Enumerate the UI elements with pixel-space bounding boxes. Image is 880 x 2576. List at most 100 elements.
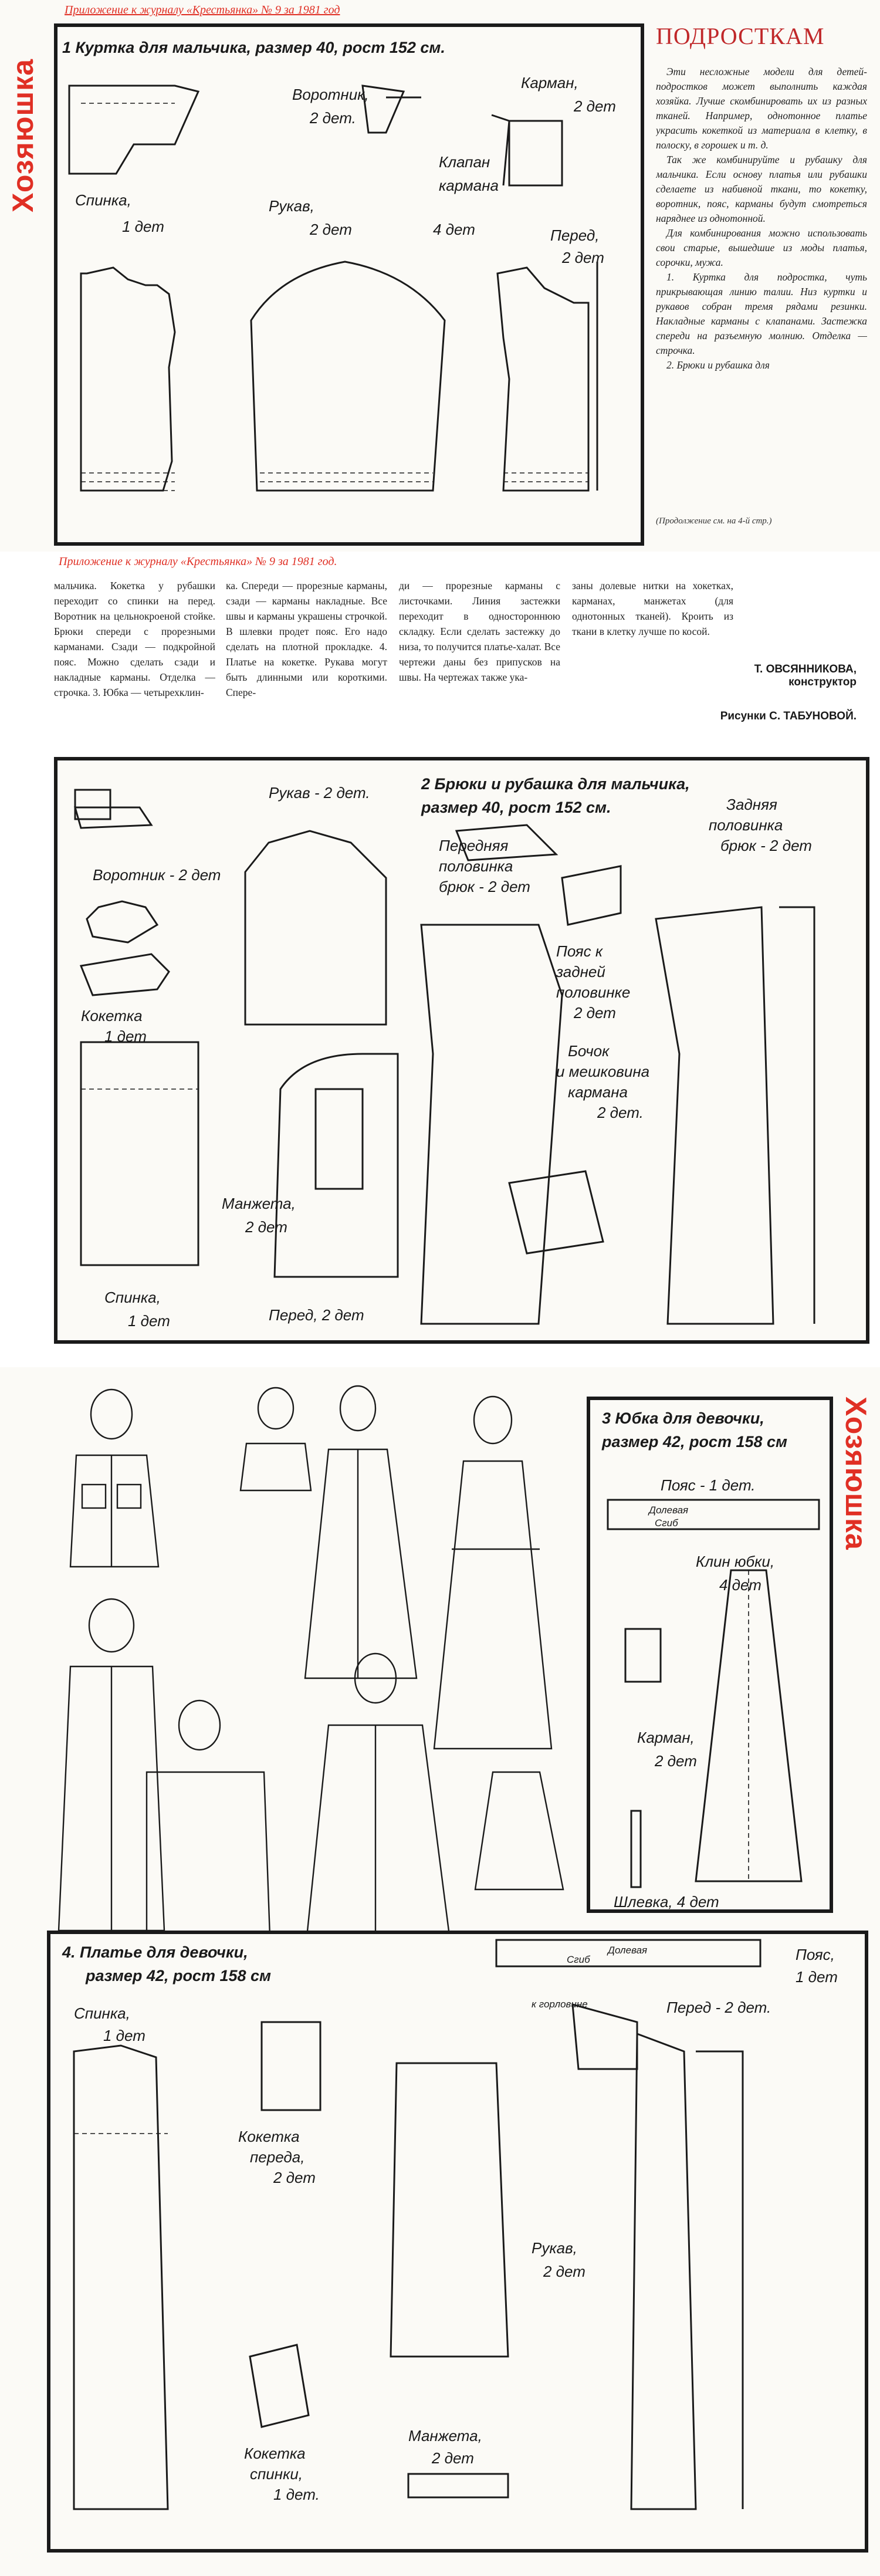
pattern3-label-grain: Долевая xyxy=(649,1505,689,1516)
pattern2-label-waistband-2: задней xyxy=(556,963,605,981)
intro-paragraph-3: Для комбинирования можно использовать св… xyxy=(656,227,867,268)
pattern4-label-fold: Сгиб xyxy=(567,1954,590,1965)
pattern4-label-back-yoke: Кокетка xyxy=(244,2445,306,2462)
pattern2-label-yoke: Кокетка xyxy=(81,1007,143,1025)
section-heading: ПОДРОСТКАМ xyxy=(656,23,825,49)
body-text-col1: мальчика. Кокетка у рубашки переходит со… xyxy=(54,580,215,698)
pattern3-label-waistband: Пояс - 1 дет. xyxy=(661,1476,756,1494)
pattern4-label-cuff-count: 2 дет xyxy=(432,2449,474,2467)
pattern3-drawing xyxy=(607,1499,820,1888)
pattern2-label-waistband-count: 2 дет xyxy=(574,1004,616,1022)
intro-paragraph-5: 2. Брюки и рубашка для xyxy=(666,359,770,371)
pattern3-label-panel: Клин юбки, xyxy=(696,1553,775,1570)
author-credit: Т. ОВСЯННИКОВА, конструктор xyxy=(610,663,857,689)
brand-logo-top: Хозяюшка xyxy=(6,59,39,212)
pattern2-title: 2 Брюки и рубашка для мальчика, размер 4… xyxy=(421,775,690,816)
pattern-panel-trousers: 2 Брюки и рубашка для мальчика, размер 4… xyxy=(54,757,869,1344)
author-role: конструктор xyxy=(788,676,857,688)
illustrator-prefix: Рисунки xyxy=(720,710,766,722)
pattern1-label-sleeve: Рукав, xyxy=(269,197,314,215)
pattern2-label-back-count: 1 дет xyxy=(128,1312,170,1330)
pattern2-label-pocket-3: кармана xyxy=(568,1083,628,1101)
pattern2-label-trouser-back: Задняя xyxy=(726,796,777,813)
pattern-panel-jacket: 1 Куртка для мальчика, размер 40, рост 1… xyxy=(54,23,644,546)
fashion-sketches xyxy=(57,1385,564,1955)
pattern3-label-fold: Сгиб xyxy=(655,1517,678,1529)
pattern1-label-front: Перед, xyxy=(550,227,600,244)
illustrator-credit: Рисунки С. ТАБУНОВОЙ. xyxy=(610,710,857,723)
pattern2-label-trouser-back-3: брюк - 2 дет xyxy=(720,837,812,854)
pattern4-label-front-yoke-count: 2 дет xyxy=(273,2169,316,2186)
pattern2-label-pocket: Бочок xyxy=(568,1042,610,1060)
pattern4-title: 4. Платье для девочки, xyxy=(62,1943,248,1961)
pattern4-drawing xyxy=(73,1939,761,2510)
pattern2-label-sleeve: Рукав - 2 дет. xyxy=(269,784,370,802)
pattern4-label-grain: Долевая xyxy=(608,1945,648,1956)
illustrator-name: С. ТАБУНОВОЙ. xyxy=(769,710,857,722)
intro-paragraph-1: Эти несложные модели для детей-подростко… xyxy=(656,66,867,151)
body-text-col2: ка. Спереди — прорезные карманы, сзади —… xyxy=(226,580,387,698)
pattern2-label-collar: Воротник - 2 дет xyxy=(93,866,221,884)
pattern3-title: 3 Юбка для девочки, xyxy=(602,1409,764,1427)
pattern2-label-waistband-3: половинке xyxy=(556,983,631,1001)
pattern1-label-pocket: Карман, xyxy=(521,74,578,92)
pattern2-label-trouser-back-2: половинка xyxy=(709,816,783,834)
pattern4-label-back-count: 1 дет xyxy=(103,2027,145,2044)
pattern1-label-flap-2: кармана xyxy=(439,177,499,194)
pattern2-label-yoke-count: 1 дет xyxy=(104,1027,147,1045)
pattern1-drawing xyxy=(68,84,598,492)
intro-paragraph-2: Так же комбинируйте и рубашку для мальчи… xyxy=(656,154,867,224)
pattern4-label-back-yoke-count: 1 дет. xyxy=(273,2486,320,2503)
pattern4-label-front-yoke-2: переда, xyxy=(250,2148,305,2166)
body-text-col3: ди — прорезные карманы с листочками. Лин… xyxy=(399,580,560,683)
pattern3-subtitle: размер 42, рост 158 см xyxy=(602,1433,787,1451)
brand-logo-side: Хозяюшка xyxy=(840,1397,872,1550)
supplement-line-top: Приложение к журналу «Крестьянка» № 9 за… xyxy=(65,4,340,16)
continuation-note: (Продолжение см. на 4-й стр.) xyxy=(656,516,772,526)
pattern3-label-pocket: Карман, xyxy=(637,1729,695,1746)
pattern4-label-sleeve-count: 2 дет xyxy=(543,2263,585,2280)
pattern1-label-sleeve-count: 2 дет xyxy=(310,221,352,238)
pattern4-label-belt-count: 1 дет xyxy=(796,1968,838,1986)
pattern4-label-back: Спинка, xyxy=(74,2004,130,2022)
fashion-illustrations xyxy=(47,1373,575,1960)
pattern3-label-pocket-count: 2 дет xyxy=(655,1752,697,1770)
pattern4-label-belt: Пояс, xyxy=(796,1946,835,1963)
pattern1-label-flap: Клапан xyxy=(439,153,490,171)
pattern2-drawing xyxy=(74,789,815,1325)
pattern4-label-to-neckline: к горловине xyxy=(532,1999,588,2010)
pattern1-label-collar: Воротник, xyxy=(292,86,369,103)
pattern4-label-front-yoke: Кокетка xyxy=(238,2128,300,2145)
pattern2-label-cuff: Манжета, xyxy=(222,1195,296,1212)
pattern4-label-sleeve: Рукав, xyxy=(532,2239,577,2257)
pattern1-label-pocket-count: 2 дет xyxy=(574,97,616,115)
pattern2-label-waistband: Пояс к xyxy=(556,942,603,960)
pattern2-label-pocket-count: 2 дет. xyxy=(597,1104,644,1121)
pattern3-label-beltloop: Шлевка, 4 дет xyxy=(614,1893,719,1911)
pattern1-label-sleeve-count2: 4 дет xyxy=(433,221,475,238)
pattern-panel-dress: 4. Платье для девочки, размер 42, рост 1… xyxy=(47,1931,868,2553)
pattern2-label-front: Перед, 2 дет xyxy=(269,1306,364,1324)
pattern1-label-back: Спинка, xyxy=(75,191,131,209)
pattern1-title: 1 Куртка для мальчика, размер 40, рост 1… xyxy=(62,39,445,56)
author-name: Т. ОВСЯННИКОВА, xyxy=(754,663,857,675)
pattern4-label-back-yoke-2: спинки, xyxy=(250,2465,303,2483)
pattern2-label-cuff-count: 2 дет xyxy=(245,1218,287,1236)
intro-column: Эти несложные модели для детей-подростко… xyxy=(656,65,867,511)
pattern4-label-cuff: Манжета, xyxy=(408,2427,482,2445)
pattern1-label-front-count: 2 дет xyxy=(562,249,604,266)
pattern-panel-skirt: 3 Юбка для девочки, размер 42, рост 158 … xyxy=(587,1397,833,1913)
pattern2-label-trouser-front: Передняя xyxy=(439,837,509,854)
pattern4-subtitle: размер 42, рост 158 см xyxy=(86,1967,271,1985)
pattern4-label-front: Перед - 2 дет. xyxy=(666,1999,771,2016)
supplement-line-2: Приложение к журналу «Крестьянка» № 9 за… xyxy=(59,555,337,568)
pattern2-label-pocket-2: и мешковина xyxy=(556,1063,650,1080)
pattern2-label-trouser-front-2: половинка xyxy=(439,857,513,875)
pattern1-label-collar-count: 2 дет. xyxy=(310,109,356,127)
body-text-col4: заны долевые нитки на хокетках, карманах… xyxy=(572,580,733,637)
pattern2-label-back: Спинка, xyxy=(104,1289,161,1306)
pattern2-label-trouser-front-3: брюк - 2 дет xyxy=(439,878,530,895)
pattern3-label-panel-count: 4 дет xyxy=(719,1576,761,1594)
intro-paragraph-4: 1. Куртка для подростка, чуть прикрывающ… xyxy=(656,271,867,356)
pattern1-label-back-count: 1 дет xyxy=(122,218,164,235)
